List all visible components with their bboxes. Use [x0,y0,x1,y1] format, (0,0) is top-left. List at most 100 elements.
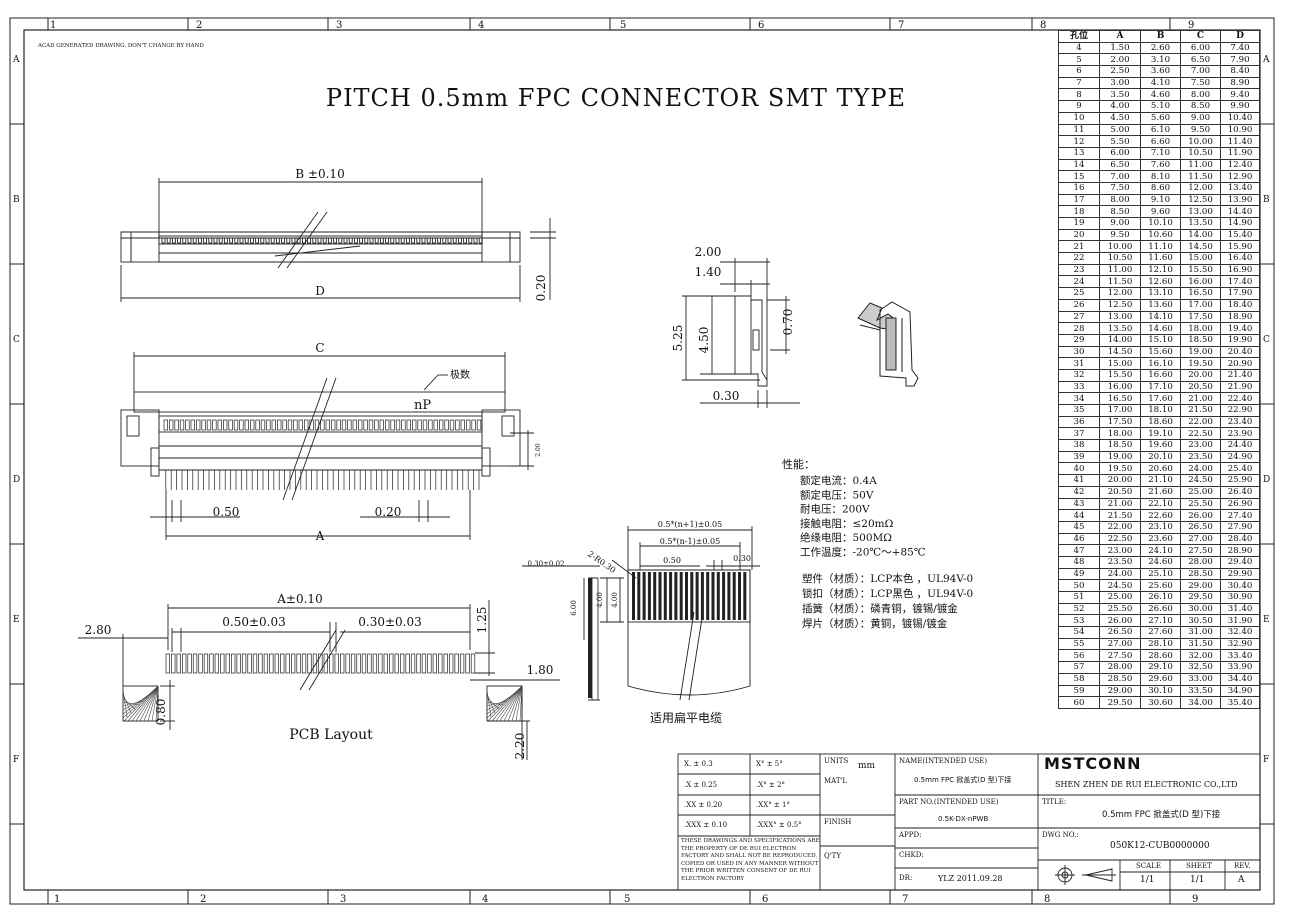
table-cell: 12.10 [1140,263,1181,277]
title-block [677,753,1261,891]
fpc-cable [522,526,760,701]
dim-pin-width: 0.20 [375,505,402,519]
table-cell: 25.00 [1180,485,1221,499]
scale-label: SCALE [1136,862,1161,870]
spec-heading: 性能： [782,457,815,471]
table-cell: 49 [1058,567,1100,581]
table-cell: 12.90 [1220,170,1260,183]
table-cell: 20.00 [1099,474,1141,487]
table-cell: 22.00 [1099,520,1141,534]
spec-line: 耐电压：200V [800,503,870,516]
finish-label: FINISH [824,818,852,826]
table-cell: 28.00 [1180,555,1221,569]
table-cell: 17.00 [1180,298,1221,312]
table-cell: 31.40 [1220,602,1260,616]
table-cell: 9 [1058,100,1100,113]
disclaimer-line: COPIED OR USED IN ANY MANNER WITHOUT [681,860,819,867]
tolerance-value: X° ± 5° [756,760,783,768]
table-cell: 22.90 [1220,404,1260,417]
fpc-dim-total: 0.5*(n+1)±0.05 [658,520,722,529]
sheet-label: SHEET [1186,862,1212,870]
frame-row-label: C [13,335,20,345]
dwg-label: DWG NO.: [1042,831,1079,839]
table-cell: 6.10 [1140,123,1181,137]
table-cell: 21.00 [1099,497,1141,511]
table-cell: 29.10 [1140,661,1181,674]
table-cell: 18.50 [1180,333,1221,347]
table-cell: 14.50 [1099,345,1141,359]
spec-material: 焊片（材质）：黄铜，镀锡/镀金 [802,617,948,630]
frame-ticks [10,18,1274,904]
table-cell: 32 [1058,368,1100,382]
table-cell: 47 [1058,544,1100,557]
dim-pitch: 0.50 [213,505,240,519]
table-cell: 32.00 [1180,649,1221,663]
pcb-dim-bottom: 2.20 [513,733,527,760]
table-cell: 14.60 [1140,322,1181,335]
table-cell: 25.60 [1140,579,1181,592]
tolerance-value: .XXX° ± 0.5° [756,821,802,829]
table-cell: 14.00 [1099,333,1141,347]
pcb-dim-pad-width: 0.30±0.03 [358,615,422,629]
frame-col-label: 4 [482,894,488,905]
table-cell: 13.50 [1099,322,1141,335]
table-cell: 25.40 [1220,462,1260,476]
table-cell: 25.50 [1099,602,1141,616]
table-cell: 6.50 [1180,53,1221,67]
table-cell: 25.50 [1180,497,1221,511]
pcb-dim-a: A±0.10 [276,592,322,606]
drawing-title: PITCH 0.5mm FPC CONNECTOR SMT TYPE [326,84,906,112]
dim-a: A [315,529,325,543]
table-cell: 17.60 [1140,392,1181,405]
appd-label: APPD: [899,831,922,839]
table-cell: 5.10 [1140,100,1181,113]
table-cell: 9.40 [1220,88,1260,102]
table-cell: 13.90 [1220,193,1260,207]
table-cell: 22.60 [1140,509,1181,522]
table-cell: 15 [1058,170,1100,183]
table-cell: 2.00 [1099,53,1141,67]
table-cell: 8.00 [1099,193,1141,207]
tolerance-value: .X ± 0.25 [684,781,718,789]
table-cell: 16.50 [1180,287,1221,300]
pcb-pads [165,653,476,674]
pcb-dim-pitch: 0.50±0.03 [222,615,286,629]
table-cell: 11.60 [1140,252,1181,265]
spec-line: 接触电阻：≤20mΩ [800,517,894,530]
table-cell: 30.10 [1140,684,1181,698]
table-cell: 29.40 [1220,555,1260,569]
table-cell: 23.50 [1180,450,1221,464]
title-value: 0.5mm FPC 掀盖式(D 型)下接 [1102,810,1221,820]
table-cell: 8.40 [1220,65,1260,78]
tolerance-value: .XX ± 0.20 [684,801,723,809]
table-cell: 23.60 [1140,532,1181,546]
frame-col-label: 2 [200,894,206,905]
table-cell: 21.50 [1099,509,1141,522]
table-cell: 27.50 [1180,544,1221,557]
table-cell: 30.40 [1220,579,1260,592]
frame-col-label: 9 [1192,894,1198,905]
table-cell: 26.10 [1140,591,1181,604]
table-cell: 6.00 [1099,146,1141,160]
table-cell: 29.50 [1099,696,1141,709]
disclaimer-line: THE PROPERTY OF DE RUI ELECTRON [681,845,797,852]
table-cell: 26.40 [1220,485,1260,499]
scale-value: 1/1 [1140,875,1155,885]
title-label: TITLE: [1042,798,1067,806]
table-cell: 24.50 [1099,579,1141,592]
table-cell: 39 [1058,450,1100,464]
table-cell: 34.40 [1220,672,1260,686]
table-cell: 29.00 [1180,579,1221,592]
table-cell: 11 [1058,123,1100,137]
table-cell: 48 [1058,555,1100,569]
